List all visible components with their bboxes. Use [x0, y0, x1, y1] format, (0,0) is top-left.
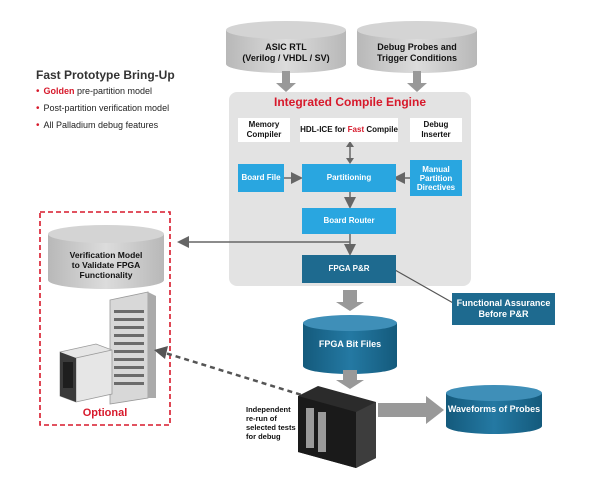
waveforms-cylinder [446, 385, 542, 434]
verification-model-cylinder [48, 225, 164, 289]
bullet-dot: • [36, 103, 40, 114]
bullet-item: •Golden pre-partition model [36, 83, 226, 100]
memory-compiler-box: Memory Compiler [238, 118, 290, 142]
waveforms-label: Waveforms of Probes [447, 404, 541, 414]
sidebar-bullets: •Golden pre-partition model •Post-partit… [36, 83, 226, 134]
partitioning-box: Partitioning [302, 164, 396, 192]
functional-assurance-box: Functional Assurance Before P&R [452, 293, 555, 325]
probes-arrow-head [407, 83, 427, 92]
asic-rtl-line2: (Verilog / VHDL / SV) [242, 53, 330, 63]
probes-arrow-shaft [413, 71, 421, 83]
bullet-text: Post-partition verification model [43, 103, 170, 113]
bullet-text: All Palladium debug features [43, 120, 159, 130]
hdl-ice-highlight: Fast [347, 125, 365, 134]
asic-rtl-line1: ASIC RTL [265, 42, 307, 52]
hardware-arrow-shaft [343, 370, 357, 380]
bullet-dot: • [36, 86, 40, 97]
debug-probes-line2: Trigger Conditions [377, 53, 457, 63]
waveforms-arrow-shaft [378, 403, 428, 417]
sidebar: Fast Prototype Bring-Up •Golden pre-part… [36, 67, 226, 134]
asic-arrow-head [276, 83, 296, 92]
functional-assurance-line2: Before P&R [478, 309, 529, 319]
sidebar-title: Fast Prototype Bring-Up [36, 68, 175, 82]
manual-partition-line2: Partition [419, 173, 453, 183]
functional-assurance-line1: Functional Assurance [456, 298, 551, 308]
hardware-arrow-head [336, 380, 364, 389]
hdl-ice-suffix: Compile [364, 125, 398, 134]
debug-probes-line1: Debug Probes and [377, 42, 457, 52]
fpga-bit-files-cylinder [303, 315, 397, 374]
rerun-dashed-arrow [161, 350, 319, 402]
bullet-text: pre-partition model [74, 86, 153, 96]
rerun-line1: Independent [246, 405, 291, 414]
rerun-line4: for debug [246, 432, 281, 441]
bullet-highlight: Golden [43, 86, 75, 96]
rerun-label: Independent re-run of selected tests for… [246, 405, 306, 441]
functional-assurance-connector [394, 269, 463, 309]
debug-inserter-line2: Inserter [421, 130, 451, 139]
verification-model-line2: to Validate FPGA [71, 260, 141, 270]
fpga-bit-files-label: FPGA Bit Files [318, 339, 382, 349]
manual-partition-box: Manual Partition Directives [410, 160, 462, 196]
bitfile-arrow-shaft [343, 290, 357, 302]
debug-inserter-line1: Debug [423, 120, 449, 129]
manual-partition-line1: Manual [422, 164, 450, 174]
memory-compiler-line2: Compiler [246, 130, 282, 139]
palladium-hardware-icon [59, 291, 156, 405]
board-file-box: Board File [238, 164, 284, 192]
asic-rtl-label: ASIC RTL (Verilog / VHDL / SV) [226, 42, 346, 64]
optional-label: Optional [82, 407, 128, 419]
manual-partition-line3: Directives [416, 182, 456, 192]
asic-arrow-shaft [282, 71, 290, 83]
bitfile-arrow-head [336, 302, 364, 311]
board-router-box: Board Router [302, 208, 396, 234]
engine-title: Integrated Compile Engine [273, 95, 426, 109]
hdl-ice-box: HDL-ICE for Fast Compile [300, 118, 398, 142]
asic-rtl-cylinder [226, 21, 346, 73]
fpga-pr-box: FPGA P&R [302, 255, 396, 283]
debug-inserter-box: Debug Inserter [410, 118, 462, 142]
rerun-line2: re-run of [246, 414, 277, 423]
emulator-hardware-icon [298, 386, 376, 468]
optional-dashed-box [39, 211, 171, 426]
debug-probes-cylinder [357, 21, 477, 73]
hdl-ice-prefix: HDL-ICE for [300, 125, 348, 134]
verification-model-label: Verification Model to Validate FPGA Func… [48, 250, 164, 280]
waveforms-arrow-head [426, 396, 444, 424]
debug-probes-label: Debug Probes and Trigger Conditions [357, 42, 477, 64]
bullet-dot: • [36, 120, 40, 131]
bullet-item: •All Palladium debug features [36, 117, 226, 134]
rerun-line3: selected tests [246, 423, 296, 432]
memory-compiler-line1: Memory [248, 120, 280, 129]
bullet-item: •Post-partition verification model [36, 100, 226, 117]
verification-model-line3: Functionality [79, 270, 133, 280]
verification-model-line1: Verification Model [69, 250, 143, 260]
